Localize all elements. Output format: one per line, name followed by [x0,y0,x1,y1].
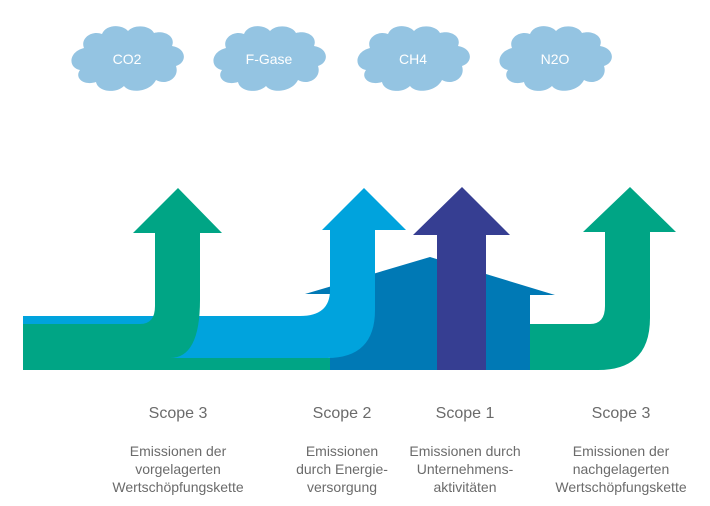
description-line: vorgelagerten [135,461,221,477]
scope-title-company: Scope 1 [435,405,495,422]
cloud-label-f-gase: F-Gase [245,51,293,67]
description-line: Wertschöpfungskette [555,479,687,495]
cloud-icon [499,26,612,91]
cloud-label-ch4: CH4 [398,51,427,67]
description-line: Emissionen durch [409,443,521,459]
energy-arrow [23,188,406,358]
description-line: durch Energie- [296,461,388,477]
cloud-f-gase [213,26,326,91]
cloud-label-co2: CO2 [112,51,142,67]
description-line: nachgelagerten [572,461,670,477]
scope-description-company: Emissionen durch Unternehmens- aktivität… [380,442,550,496]
description-line: Emissionen der [572,443,670,459]
description-line: versorgung [306,479,378,495]
cloud-ch4 [357,26,470,91]
scope-description-energy: Emissionen durch Energie- versorgung [257,442,427,496]
description-line: aktivitäten [433,479,497,495]
scope-title-upstream: Scope 3 [148,405,208,422]
upstream-band-base [170,358,330,370]
description-line: Emissionen [305,443,379,459]
scope-description-upstream: Emissionen der vorgelagerten Wertschöpfu… [93,442,263,496]
cloud-icon [357,26,470,91]
cloud-icon [71,26,184,91]
scope-title-downstream: Scope 3 [591,405,651,422]
downstream-arrow [530,187,676,370]
cloud-label-n2o: N2O [540,51,570,67]
cloud-icon [213,26,326,91]
description-line: Wertschöpfungskette [112,479,244,495]
cloud-co2 [71,26,184,91]
scope-description-downstream: Emissionen der nachgelagerten Wertschöpf… [536,442,706,496]
upstream-arrow [23,188,222,370]
description-line: Emissionen der [129,443,227,459]
company-arrow [413,187,510,370]
scope-title-energy: Scope 2 [312,405,372,422]
cloud-n2o [499,26,612,91]
description-line: Unternehmens- [416,461,514,477]
